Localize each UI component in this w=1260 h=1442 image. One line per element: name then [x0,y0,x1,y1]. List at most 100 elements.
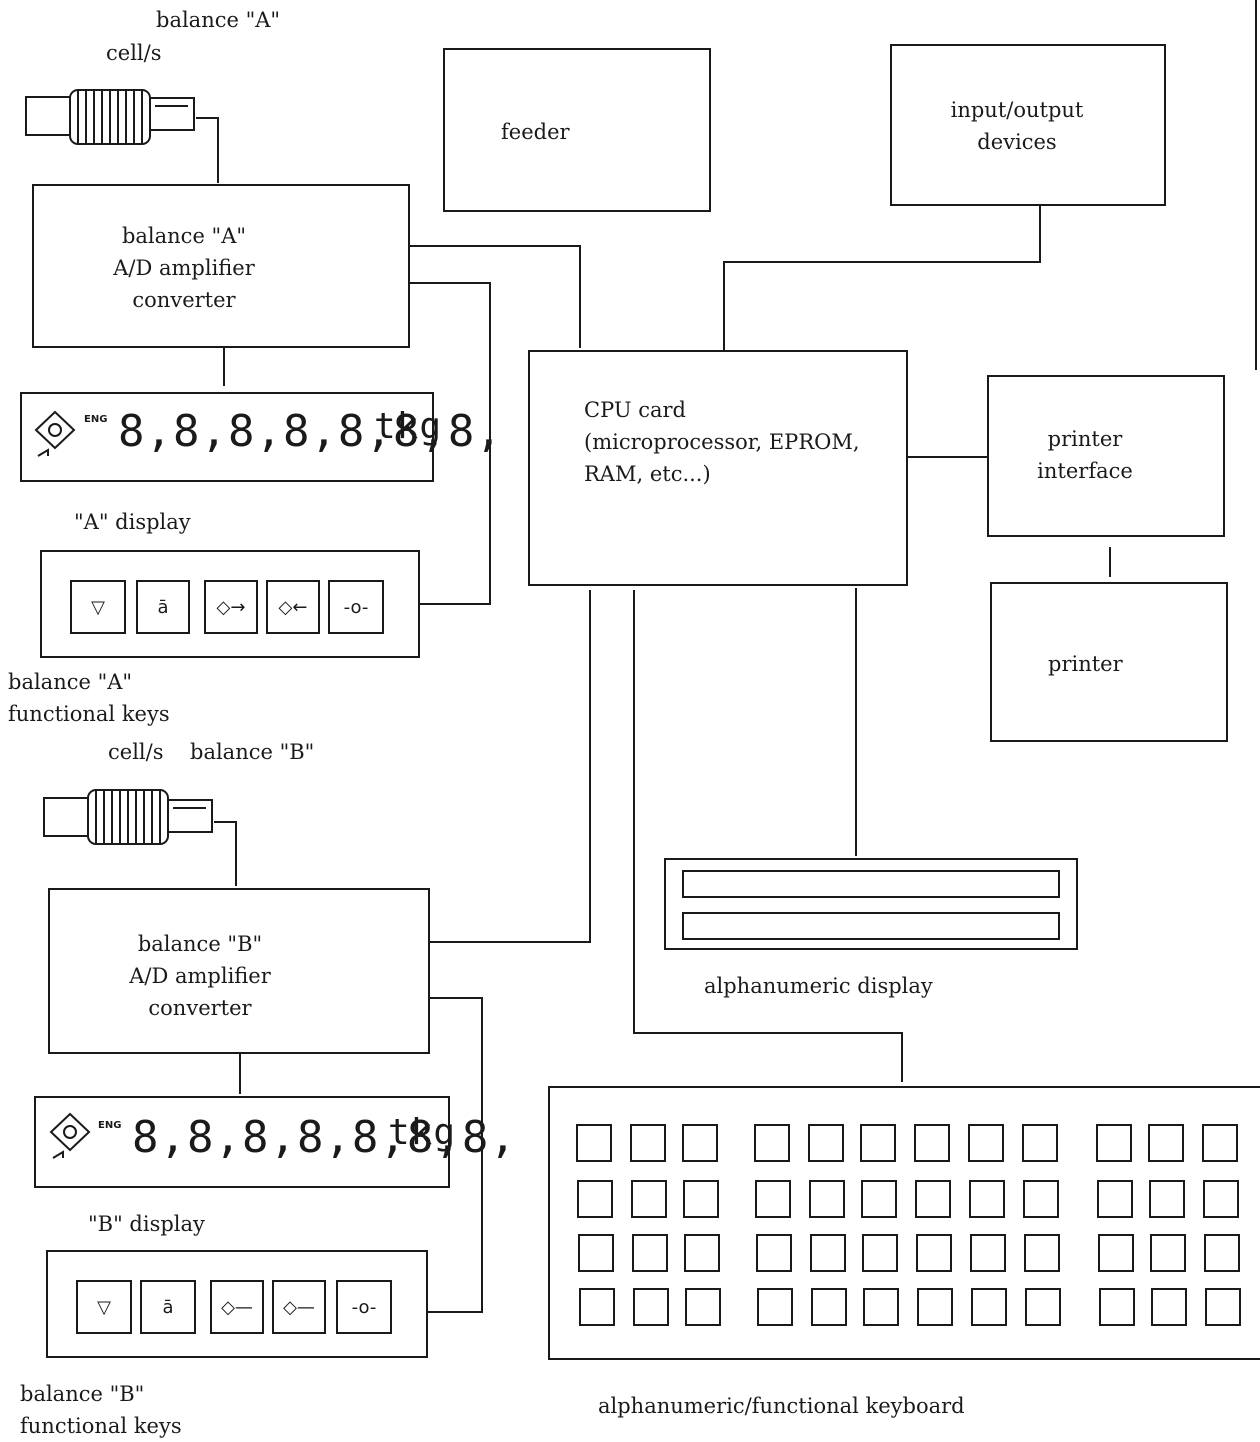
tare-key-b[interactable]: ▽ [76,1280,132,1334]
printer-label: printer [1048,652,1123,676]
zero-set-key-a[interactable]: -o- [328,580,384,634]
keyboard-key[interactable] [578,1234,614,1272]
keyboard-key[interactable] [1096,1124,1132,1162]
keyboard-key[interactable] [970,1234,1006,1272]
display-b-unit: tkg [388,1112,457,1153]
feeder-label: feeder [501,120,570,144]
keyboard-key[interactable] [1204,1234,1240,1272]
keyboard-key[interactable] [914,1124,950,1162]
keyboard-key[interactable] [1203,1180,1239,1218]
keyboard-key[interactable] [917,1288,953,1326]
keyboard-key[interactable] [1150,1234,1186,1272]
keyboard-key[interactable] [756,1234,792,1272]
keyboard-key[interactable] [971,1288,1007,1326]
keyboard-key[interactable] [631,1180,667,1218]
preset-tare-in-key-b[interactable]: ◇— [210,1280,264,1334]
amplifier-a-box: balance "A" A/D amplifier converter [32,184,410,348]
display-a-eng: ENG [84,414,108,425]
keyboard-key[interactable] [915,1180,951,1218]
cells-b-label: cell/s [108,740,164,764]
keyboard-key[interactable] [1025,1288,1061,1326]
keyboard-caption: alphanumeric/functional keyboard [598,1394,965,1418]
display-a-tare-icon [34,410,76,457]
keyboard-key[interactable] [808,1124,844,1162]
keyboard-key[interactable] [755,1180,791,1218]
zero-set-key-b[interactable]: -o- [336,1280,392,1334]
balance-a-title: balance "A" [156,8,281,32]
display-a-caption: "A" display [74,510,191,534]
display-b-tare-icon [49,1112,91,1159]
preset-tare-out-key-a[interactable]: ◇← [266,580,320,634]
printer-box: printer [990,582,1228,742]
zero-key-a[interactable]: ā [136,580,190,634]
keyboard-key[interactable] [754,1124,790,1162]
keyboard-key[interactable] [811,1288,847,1326]
tare-key-a[interactable]: ▽ [70,580,126,634]
balance-b-keys-caption: balance "B" functional keys [20,1382,182,1438]
cpu-card-label: CPU card (microprocessor, EPROM, RAM, et… [584,398,860,486]
preset-tare-in-key-a[interactable]: ◇→ [204,580,258,634]
amplifier-b-box: balance "B" A/D amplifier converter [48,888,430,1054]
amplifier-b-label: balance "B" A/D amplifier converter [129,932,271,1020]
display-b-digits: 8,8,8,8,8,8,8, [132,1112,517,1163]
keyboard-key[interactable] [1202,1124,1238,1162]
keyboard-key[interactable] [633,1288,669,1326]
keyboard-key[interactable] [969,1180,1005,1218]
weight-display-b: ENG 8,8,8,8,8,8,8, tkg [34,1096,516,1188]
keyboard-key[interactable] [1098,1234,1134,1272]
keyboard-key[interactable] [1097,1180,1133,1218]
feeder-box: feeder [443,48,711,212]
keyboard-key[interactable] [1151,1288,1187,1326]
io-devices-label: input/output devices [950,98,1084,154]
keyboard-key[interactable] [579,1288,615,1326]
display-a-digits: 8,8,8,8,8,8,8, [118,406,503,457]
keyboard-key[interactable] [576,1124,612,1162]
keyboard-key[interactable] [1024,1234,1060,1272]
io-devices-box: input/output devices [890,44,1166,206]
load-cell-b-icon [43,789,213,845]
keyboard-key[interactable] [810,1234,846,1272]
alphanumeric-display-row-1 [682,870,1060,898]
balance-a-keys-caption: balance "A" functional keys [8,670,170,726]
weight-display-a: ENG 8,8,8,8,8,8,8, tkg [20,392,502,482]
keyboard-key[interactable] [1149,1180,1185,1218]
keyboard-key[interactable] [968,1124,1004,1162]
keyboard-key[interactable] [861,1180,897,1218]
display-a-unit: tkg [374,406,443,447]
keyboard-key[interactable] [683,1180,719,1218]
keyboard-key[interactable] [862,1234,898,1272]
display-b-eng: ENG [98,1120,122,1131]
keyboard-key[interactable] [757,1288,793,1326]
keyboard-key[interactable] [1099,1288,1135,1326]
printer-interface-box: printer interface [987,375,1225,537]
balance-b-title: balance "B" [190,740,315,764]
keyboard-key[interactable] [577,1180,613,1218]
alphanumeric-display-caption: alphanumeric display [704,974,933,998]
keyboard-key[interactable] [863,1288,899,1326]
keyboard-key[interactable] [632,1234,668,1272]
zero-key-b[interactable]: ā [140,1280,196,1334]
keyboard-key[interactable] [685,1288,721,1326]
cells-a-label: cell/s [106,41,162,65]
function-keys-a-panel: ▽ ā ◇→ ◇← -o- [40,550,420,658]
preset-tare-out-key-b[interactable]: ◇— [272,1280,326,1334]
alphanumeric-display [664,858,1078,950]
keyboard-key[interactable] [1023,1180,1059,1218]
keyboard-key[interactable] [860,1124,896,1162]
keyboard-key[interactable] [630,1124,666,1162]
printer-interface-label: printer interface [1037,427,1133,483]
keyboard-key[interactable] [916,1234,952,1272]
keyboard-key[interactable] [682,1124,718,1162]
function-keys-b-panel: ▽ ā ◇— ◇— -o- [46,1250,428,1358]
load-cell-a-icon [25,89,195,145]
keyboard-key[interactable] [1205,1288,1241,1326]
keyboard-key[interactable] [684,1234,720,1272]
keyboard-key[interactable] [809,1180,845,1218]
amplifier-a-label: balance "A" A/D amplifier converter [113,224,255,312]
keyboard-key[interactable] [1148,1124,1184,1162]
alphanumeric-display-row-2 [682,912,1060,940]
display-b-caption: "B" display [88,1212,205,1236]
keyboard-panel [548,1086,1260,1360]
keyboard-key[interactable] [1022,1124,1058,1162]
